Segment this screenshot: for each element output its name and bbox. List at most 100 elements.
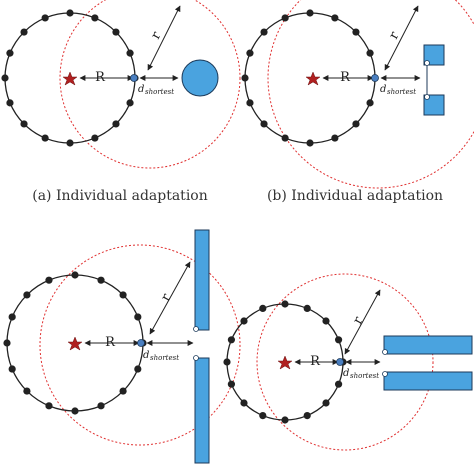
star-icon [67,336,83,351]
r-label: R [340,70,351,85]
gap-marker-bottom [193,355,199,361]
formation-dot [241,74,249,82]
formation-dot [331,134,339,142]
formation-dot [134,365,142,373]
formation-dot [246,49,254,57]
robot-dot [336,358,344,366]
formation-dot [41,14,49,22]
small-r-arrow [149,261,191,335]
formation-dot [8,313,16,321]
formation-dot [227,336,236,344]
formation-dot [126,99,134,107]
panel-b: R r d shortest (b) Individual adaptation [241,0,474,204]
d-sub-label: shortest [387,88,416,96]
red-range-circle [59,0,241,169]
formation-dot [1,74,9,82]
d-label: d [343,368,349,379]
formation-dot [322,317,330,325]
formation-dot [41,134,49,142]
formation-dot [306,139,314,147]
formation-dot [303,411,311,420]
formation-dot [3,339,11,347]
star-icon [277,355,293,370]
formation-dot [281,416,289,424]
formation-dot [66,9,74,17]
formation-dot [259,304,267,313]
red-range-circle [39,244,241,446]
star-icon [305,71,321,86]
formation-dot [112,120,120,128]
formation-dot [134,313,142,321]
formation-dot [66,139,74,147]
d-sub-label: shortest [145,88,174,96]
formation-dot [20,28,28,36]
r-label: R [105,335,116,350]
robot-dot [371,74,379,82]
obstacle-block-top [423,44,445,66]
formation-dot [23,387,31,395]
small-r-arrow [344,289,381,355]
small-r-label: r [386,29,403,42]
formation-dot [281,300,289,308]
r-label: R [95,70,106,85]
formation-dot [45,402,53,410]
gap-marker-top [193,326,199,332]
obstacle-block-bottom [423,94,445,116]
formation-dot [366,99,374,107]
star-icon [62,71,78,86]
formation-dot [91,14,99,22]
formation-dot [97,276,105,284]
r-label: R [310,354,321,369]
panel-d: R r d shortest [223,273,473,451]
formation-dot [240,399,248,407]
panel-a: R r d shortest (a) Individual adaptation [1,0,241,204]
small-r-label: r [158,291,175,304]
formation-dot [91,134,99,142]
red-range-circle [267,0,474,189]
formation-dot [112,28,120,36]
small-r-label: r [148,29,165,42]
gap-marker-top [424,60,430,66]
robot-dot [137,339,145,347]
formation-dot [71,407,79,415]
formation-dot [6,49,14,57]
formation-dot [281,14,289,22]
gap-marker-top [382,349,388,355]
formation-dot [246,99,254,107]
formation-dots [223,300,347,424]
caption-b: (b) Individual adaptation [267,188,443,204]
formation-dot [322,399,330,407]
formation-dot [119,387,127,395]
formation-dot [71,271,79,279]
formation-dot [352,120,360,128]
d-sub-label: shortest [350,372,379,380]
formation-dot [45,276,53,284]
formation-dot [8,365,16,373]
formation-dot [20,120,28,128]
formation-dot [331,14,339,22]
bar-top [383,335,473,355]
formation-dot [126,49,134,57]
formation-dot [352,28,360,36]
formation-dot [366,49,374,57]
formation-dot [119,291,127,299]
robot-dot [130,74,138,82]
formation-dot [240,317,248,325]
formation-dot [227,380,236,388]
d-label: d [138,84,144,95]
gap-marker-bottom [424,94,430,100]
wall-bottom [194,357,210,464]
formation-dot [303,304,311,313]
formation-dot [334,380,343,388]
caption-a: (a) Individual adaptation [32,188,208,204]
panel-c: R r d shortest [3,229,241,464]
gap-marker-bottom [382,371,388,377]
d-sub-label: shortest [150,354,179,362]
formation-dot [6,99,14,107]
formation-dot [334,336,343,344]
d-label: d [143,350,149,361]
d-label: d [380,84,386,95]
formation-dot [23,291,31,299]
obstacle-circle [181,59,219,97]
